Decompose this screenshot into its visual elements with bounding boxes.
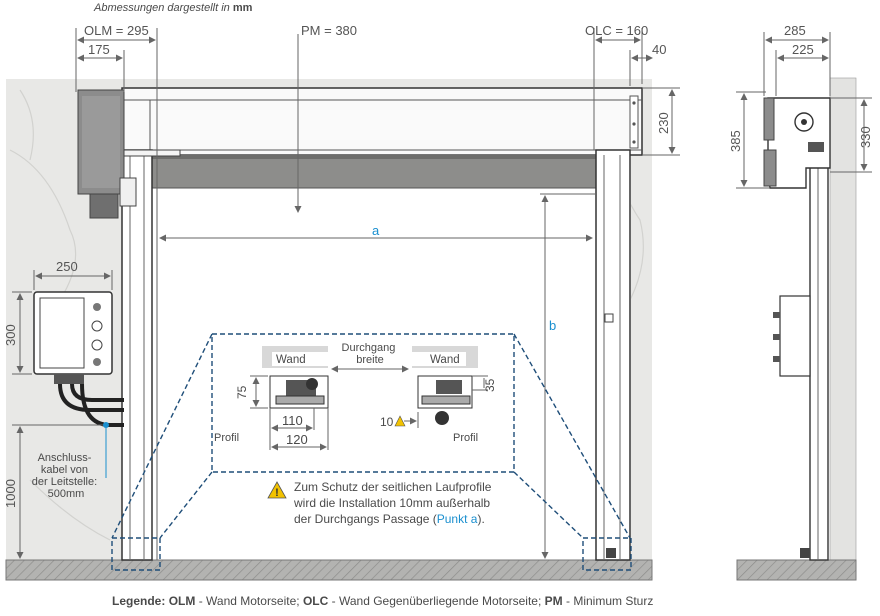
detail-durchgang: Durchgang breite xyxy=(342,342,399,366)
cable-note-line4: 500mm xyxy=(48,488,85,500)
warning-line3-pre: der Durchgangs Passage ( xyxy=(294,512,437,526)
detail-profil-right: Profil xyxy=(453,432,478,444)
detail-durchgang-line1: Durchgang xyxy=(342,342,396,354)
warning-triangle-icon: ! xyxy=(267,481,287,499)
control-box xyxy=(33,291,124,427)
floor xyxy=(5,559,653,581)
side-view xyxy=(736,77,857,581)
detail-dim-120: 120 xyxy=(286,432,308,447)
side-control-box xyxy=(779,295,811,377)
dim-olm: OLM = 295 xyxy=(84,23,149,38)
warning-note: Zum Schutz der seitlichen Laufprofile wi… xyxy=(293,480,495,526)
dim-175: 175 xyxy=(88,42,110,57)
dim-330: 330 xyxy=(858,126,873,148)
legend-olm-text: - Wand Motorseite; xyxy=(195,594,303,608)
legend-olm-code: OLM xyxy=(169,594,196,608)
side-guide-rail xyxy=(809,159,829,561)
detail-profil-left: Profil xyxy=(214,432,239,444)
cable-note-line3: der Leitstelle: xyxy=(32,476,97,488)
dim-40: 40 xyxy=(652,42,666,57)
warning-line2: wird die Installation 10mm außerhalb xyxy=(293,496,490,510)
detail-durchgang-line2: breite xyxy=(356,354,384,366)
dim-olc: OLC = 160 xyxy=(585,23,648,38)
dim-300: 300 xyxy=(3,324,18,346)
side-wall xyxy=(829,77,857,561)
detail-left xyxy=(250,346,329,451)
dim-1000: 1000 xyxy=(3,479,18,508)
roll-housing xyxy=(121,87,643,156)
legend-pm-code: PM xyxy=(545,594,563,608)
warning-line1: Zum Schutz der seitlichen Laufprofile xyxy=(294,480,492,494)
dim-285: 285 xyxy=(784,23,806,38)
dim-b: b xyxy=(549,318,556,333)
svg-text:!: ! xyxy=(275,487,279,499)
legend-pm-text: - Minimum Sturz xyxy=(563,594,654,608)
door-curtain xyxy=(149,154,597,189)
detail-dim-10: 10 xyxy=(380,415,394,429)
dim-385: 385 xyxy=(728,130,743,152)
warning-line3-post: ). xyxy=(477,512,484,526)
warning-link: Punkt a xyxy=(437,512,478,526)
header-text: Abmessungen dargestellt in xyxy=(93,2,230,14)
legend-olc-code: OLC xyxy=(303,594,329,608)
detail-dim-35: 35 xyxy=(483,378,497,392)
legend-olc-text: - Wand Gegenüberliegende Motorseite; xyxy=(328,594,544,608)
detail-zoom-zone xyxy=(111,333,632,571)
legend-label: Legende: xyxy=(112,594,165,608)
dim-230: 230 xyxy=(656,112,671,134)
detail-wand-right: Wand xyxy=(430,354,460,366)
header-note: Abmessungen dargestellt in mm xyxy=(93,2,253,14)
legend: Legende: OLM - Wand Motorseite; OLC - Wa… xyxy=(112,594,653,608)
cable-note: Anschluss- kabel von der Leitstelle: 500… xyxy=(32,452,101,500)
dim-a: a xyxy=(372,223,380,238)
right-guide-rail xyxy=(595,149,631,561)
dim-225: 225 xyxy=(792,42,814,57)
top-dimensions xyxy=(12,28,680,560)
warning-icon xyxy=(394,415,406,427)
cable-note-line1: Anschluss- xyxy=(38,452,92,464)
detail-dim-75: 75 xyxy=(235,385,249,399)
left-guide-rail xyxy=(121,149,153,561)
side-dimensions xyxy=(736,32,872,189)
dim-pm: PM = 380 xyxy=(301,23,357,38)
detail-right xyxy=(404,346,488,428)
detail-dim-110: 110 xyxy=(282,413,303,428)
detail-wand-left: Wand xyxy=(276,354,306,366)
header-unit: mm xyxy=(233,2,253,14)
side-floor xyxy=(736,559,857,581)
dim-250: 250 xyxy=(56,259,78,274)
cable-note-line2: kabel von xyxy=(41,464,88,476)
